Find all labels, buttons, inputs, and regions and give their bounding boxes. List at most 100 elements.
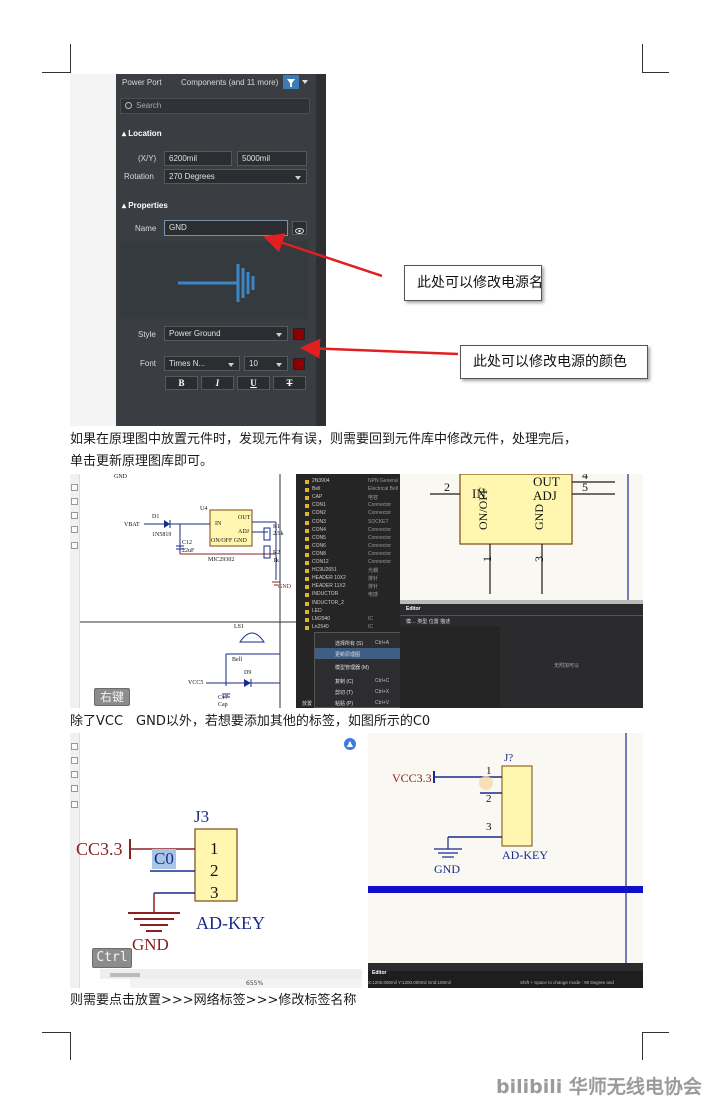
toolbar-icon[interactable] <box>71 542 78 549</box>
cap-designator: C17 <box>218 695 229 701</box>
zoomed-schematic[interactable]: OUT ADJ IN ON/OFF GND 2 4 5 1 3 <box>400 474 643 604</box>
visibility-eye-icon[interactable] <box>292 221 307 235</box>
style-color-swatch[interactable] <box>293 328 305 340</box>
library-item-name: 2N3904 <box>312 478 330 484</box>
library-item-desc: Connector <box>368 502 392 509</box>
schematic-canvas[interactable] <box>80 474 296 708</box>
editor-empty-text: 无附加可以 <box>554 663 580 669</box>
filter-icon[interactable] <box>283 75 299 89</box>
library-item[interactable]: INDUCTOR_2 <box>296 600 400 608</box>
context-menu-item[interactable]: 选择所有 (S)Ctrl+A <box>315 637 407 648</box>
menu-item-label: 模型管理器 (M) <box>335 665 369 671</box>
panel-scrollbar[interactable] <box>316 74 326 426</box>
library-item-desc: Connector <box>368 534 392 541</box>
watermark: bilibili 华师无线电协会 <box>496 1076 702 1098</box>
context-menu-item[interactable]: 粘贴 (P)Ctrl+V <box>315 697 407 708</box>
strikethrough-button[interactable]: T <box>273 376 306 390</box>
toolbar-icon[interactable] <box>71 526 78 533</box>
menu-item-label: 复制 (C) <box>335 679 354 685</box>
pin-number: 5 <box>582 480 588 494</box>
net-label-vcc5: VCC5 <box>188 680 204 686</box>
library-item-name: Ln2540 <box>312 623 329 630</box>
library-item-desc: IC <box>368 623 373 630</box>
toolbar-icon[interactable] <box>71 801 78 808</box>
context-menu-item[interactable]: 剪切 (T)Ctrl+X <box>315 686 407 697</box>
style-select[interactable]: Power Ground <box>164 326 288 341</box>
paragraph-3: 则需要点击放置>>>网络标签>>>修改标签名称 <box>70 993 357 1008</box>
diode-designator: D1 <box>152 514 160 520</box>
pin-gnd-label: GND <box>532 504 546 530</box>
toolbar-icon[interactable] <box>71 498 78 505</box>
font-color-swatch[interactable] <box>293 358 305 370</box>
font-size-select[interactable]: 10 <box>244 356 288 371</box>
y-coordinate-input[interactable]: 5000mil <box>237 151 307 166</box>
editor-panel: Editor 模… 类型 位置 描述 无附加可以 <box>400 604 643 708</box>
context-menu-item[interactable]: 模型管理器 (M) <box>315 661 407 672</box>
bottom-tab[interactable]: 放置 <box>302 701 313 707</box>
toolbar-icon[interactable] <box>71 771 78 778</box>
search-input[interactable]: Search <box>120 98 310 114</box>
library-item-name: CON3 <box>312 518 326 525</box>
schematic-canvas[interactable] <box>70 733 362 988</box>
context-menu-item[interactable]: 更新原理图 <box>315 648 407 659</box>
toolbar-icon[interactable] <box>71 785 78 792</box>
rotation-select[interactable]: 270 Degrees <box>164 169 307 184</box>
editor-tab[interactable]: Editor <box>406 606 421 612</box>
search-placeholder: Search <box>136 101 162 110</box>
toolbar-icon[interactable] <box>71 757 78 764</box>
filter-dropdown-icon[interactable] <box>302 80 308 84</box>
zoom-level[interactable]: 655% <box>246 980 264 987</box>
menu-item-label: 剪切 (T) <box>335 690 353 696</box>
toolbar-icon[interactable] <box>71 743 78 750</box>
underline-button[interactable]: U <box>237 376 270 390</box>
net-label-gnd: GND <box>278 584 291 590</box>
location-header[interactable]: ▴ Location <box>122 129 162 138</box>
context-menu-item[interactable]: 复制 (C)Ctrl+C <box>315 675 407 686</box>
library-item[interactable]: LED <box>296 608 400 616</box>
italic-button[interactable]: I <box>201 376 234 390</box>
library-item-desc: 排针 <box>368 584 379 591</box>
right-click-badge: 右键 <box>94 688 130 706</box>
properties-header[interactable]: ▴ Properties <box>122 201 168 210</box>
name-input[interactable]: GND <box>164 220 288 236</box>
left-toolbar <box>70 733 80 988</box>
component-icon <box>305 520 309 525</box>
font-family-select[interactable]: Times N... <box>164 356 240 371</box>
library-item-desc: Connector <box>368 550 392 557</box>
toolbar-icon[interactable] <box>71 512 78 519</box>
pin-number: 3 <box>486 821 492 833</box>
diode-part: 1N5819 <box>152 532 172 538</box>
schematic-canvas[interactable] <box>368 733 643 988</box>
x-coordinate-input[interactable]: 6200mil <box>164 151 232 166</box>
symbol-preview <box>120 241 308 319</box>
component-icon <box>305 528 309 533</box>
net-label-c0[interactable]: C0 <box>152 849 176 869</box>
bold-button[interactable]: B <box>165 376 198 390</box>
pin-number: 2 <box>210 861 219 880</box>
library-item[interactable]: Ln2540 IC <box>296 624 400 632</box>
rotation-label: Rotation <box>124 172 154 181</box>
menu-item-label: 更新原理图 <box>335 652 361 658</box>
component-icon <box>305 504 309 509</box>
editor-tab[interactable]: Editor <box>372 970 387 976</box>
ground-label: GND <box>132 935 169 954</box>
help-icon[interactable]: ▲ <box>344 738 356 750</box>
menu-item-label: 选择所有 (S) <box>335 641 364 647</box>
toolbar-icon[interactable] <box>71 484 78 491</box>
